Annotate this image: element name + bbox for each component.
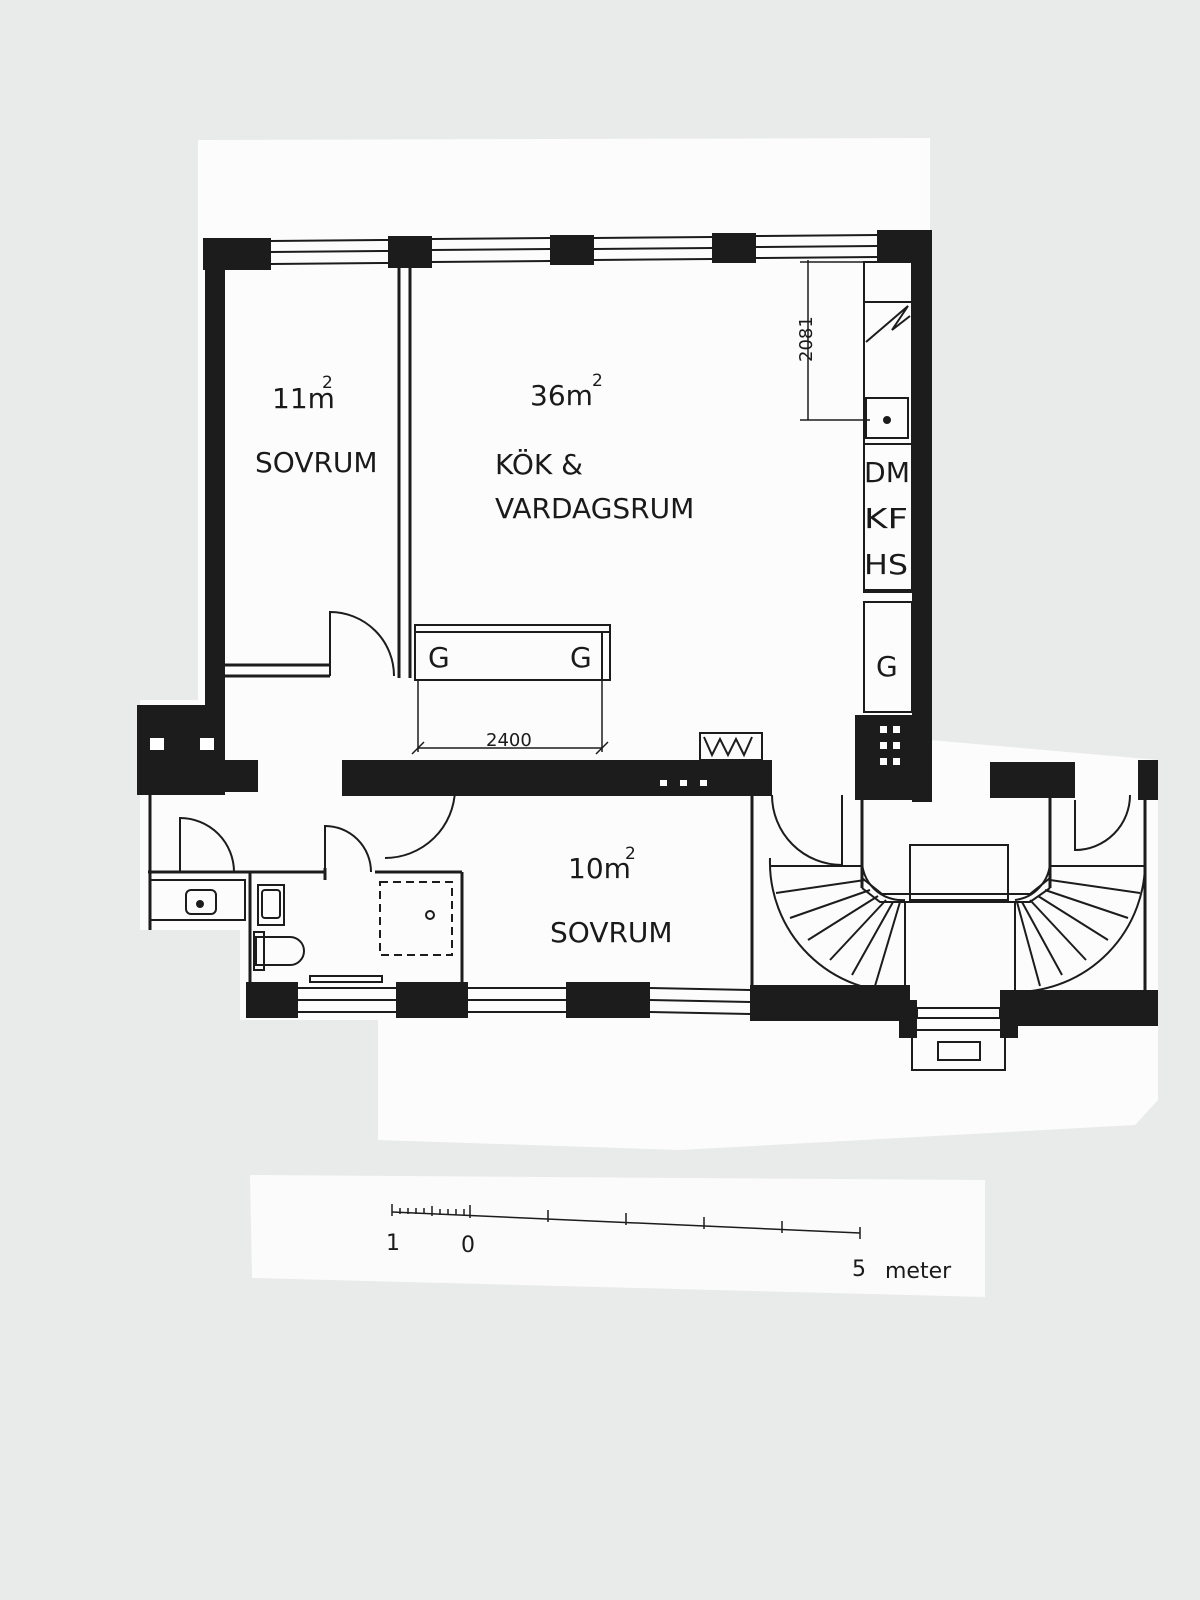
room-name-vardagsrum: VARDAGSRUM	[495, 492, 694, 525]
room-area-36: 36m	[530, 379, 593, 412]
room-area-10: 10m	[568, 852, 631, 885]
wardrobe-unit	[414, 624, 611, 681]
paper-sheet-scale	[250, 1175, 985, 1297]
scale-label-5: 5	[852, 1257, 866, 1282]
paper-sheet-main	[140, 138, 1158, 1150]
room-bedroom-10: 10m 2 SOVRUM	[550, 844, 673, 949]
room-name-sovrum-2: SOVRUM	[550, 916, 673, 949]
stairwell	[768, 844, 1147, 1071]
room-area-11: 11m	[272, 382, 335, 415]
dimension-2400-label: 2400	[486, 730, 532, 751]
label-dishwasher: DM	[864, 456, 910, 489]
label-wardrobe-g2: G	[570, 641, 592, 674]
radiator-dots	[150, 726, 900, 786]
washer-symbol	[699, 732, 763, 761]
walls	[137, 230, 1158, 1038]
dimension-line-2081	[800, 260, 870, 421]
label-fridge-freezer: KF	[864, 502, 908, 535]
room-area-exponent: 2	[322, 373, 333, 393]
bathroom-fixtures	[149, 879, 453, 983]
room-area-exponent: 2	[625, 844, 636, 864]
scale-label-0: 0	[461, 1233, 475, 1258]
room-area-exponent: 2	[592, 371, 603, 391]
scale-bar	[391, 1204, 861, 1239]
label-wardrobe-g3: G	[876, 650, 898, 683]
label-wardrobe-g1: G	[428, 641, 450, 674]
room-kitchen-living: 36m 2 KÖK & VARDAGSRUM	[495, 371, 694, 525]
dimension-2081-label: 2081	[796, 316, 817, 362]
windows	[270, 234, 878, 1015]
dimension-line-2400	[411, 680, 609, 755]
scale-label-1: 1	[386, 1231, 400, 1256]
partitions	[148, 268, 1147, 990]
kitchen-counter	[863, 261, 932, 713]
label-closet: HS	[864, 548, 908, 581]
scale-unit: meter	[885, 1259, 952, 1284]
room-name-kok: KÖK &	[495, 447, 583, 481]
door-swings	[179, 610, 1131, 873]
room-bedroom-11: 11m 2 SOVRUM	[255, 373, 378, 479]
room-name-sovrum-1: SOVRUM	[255, 446, 378, 479]
